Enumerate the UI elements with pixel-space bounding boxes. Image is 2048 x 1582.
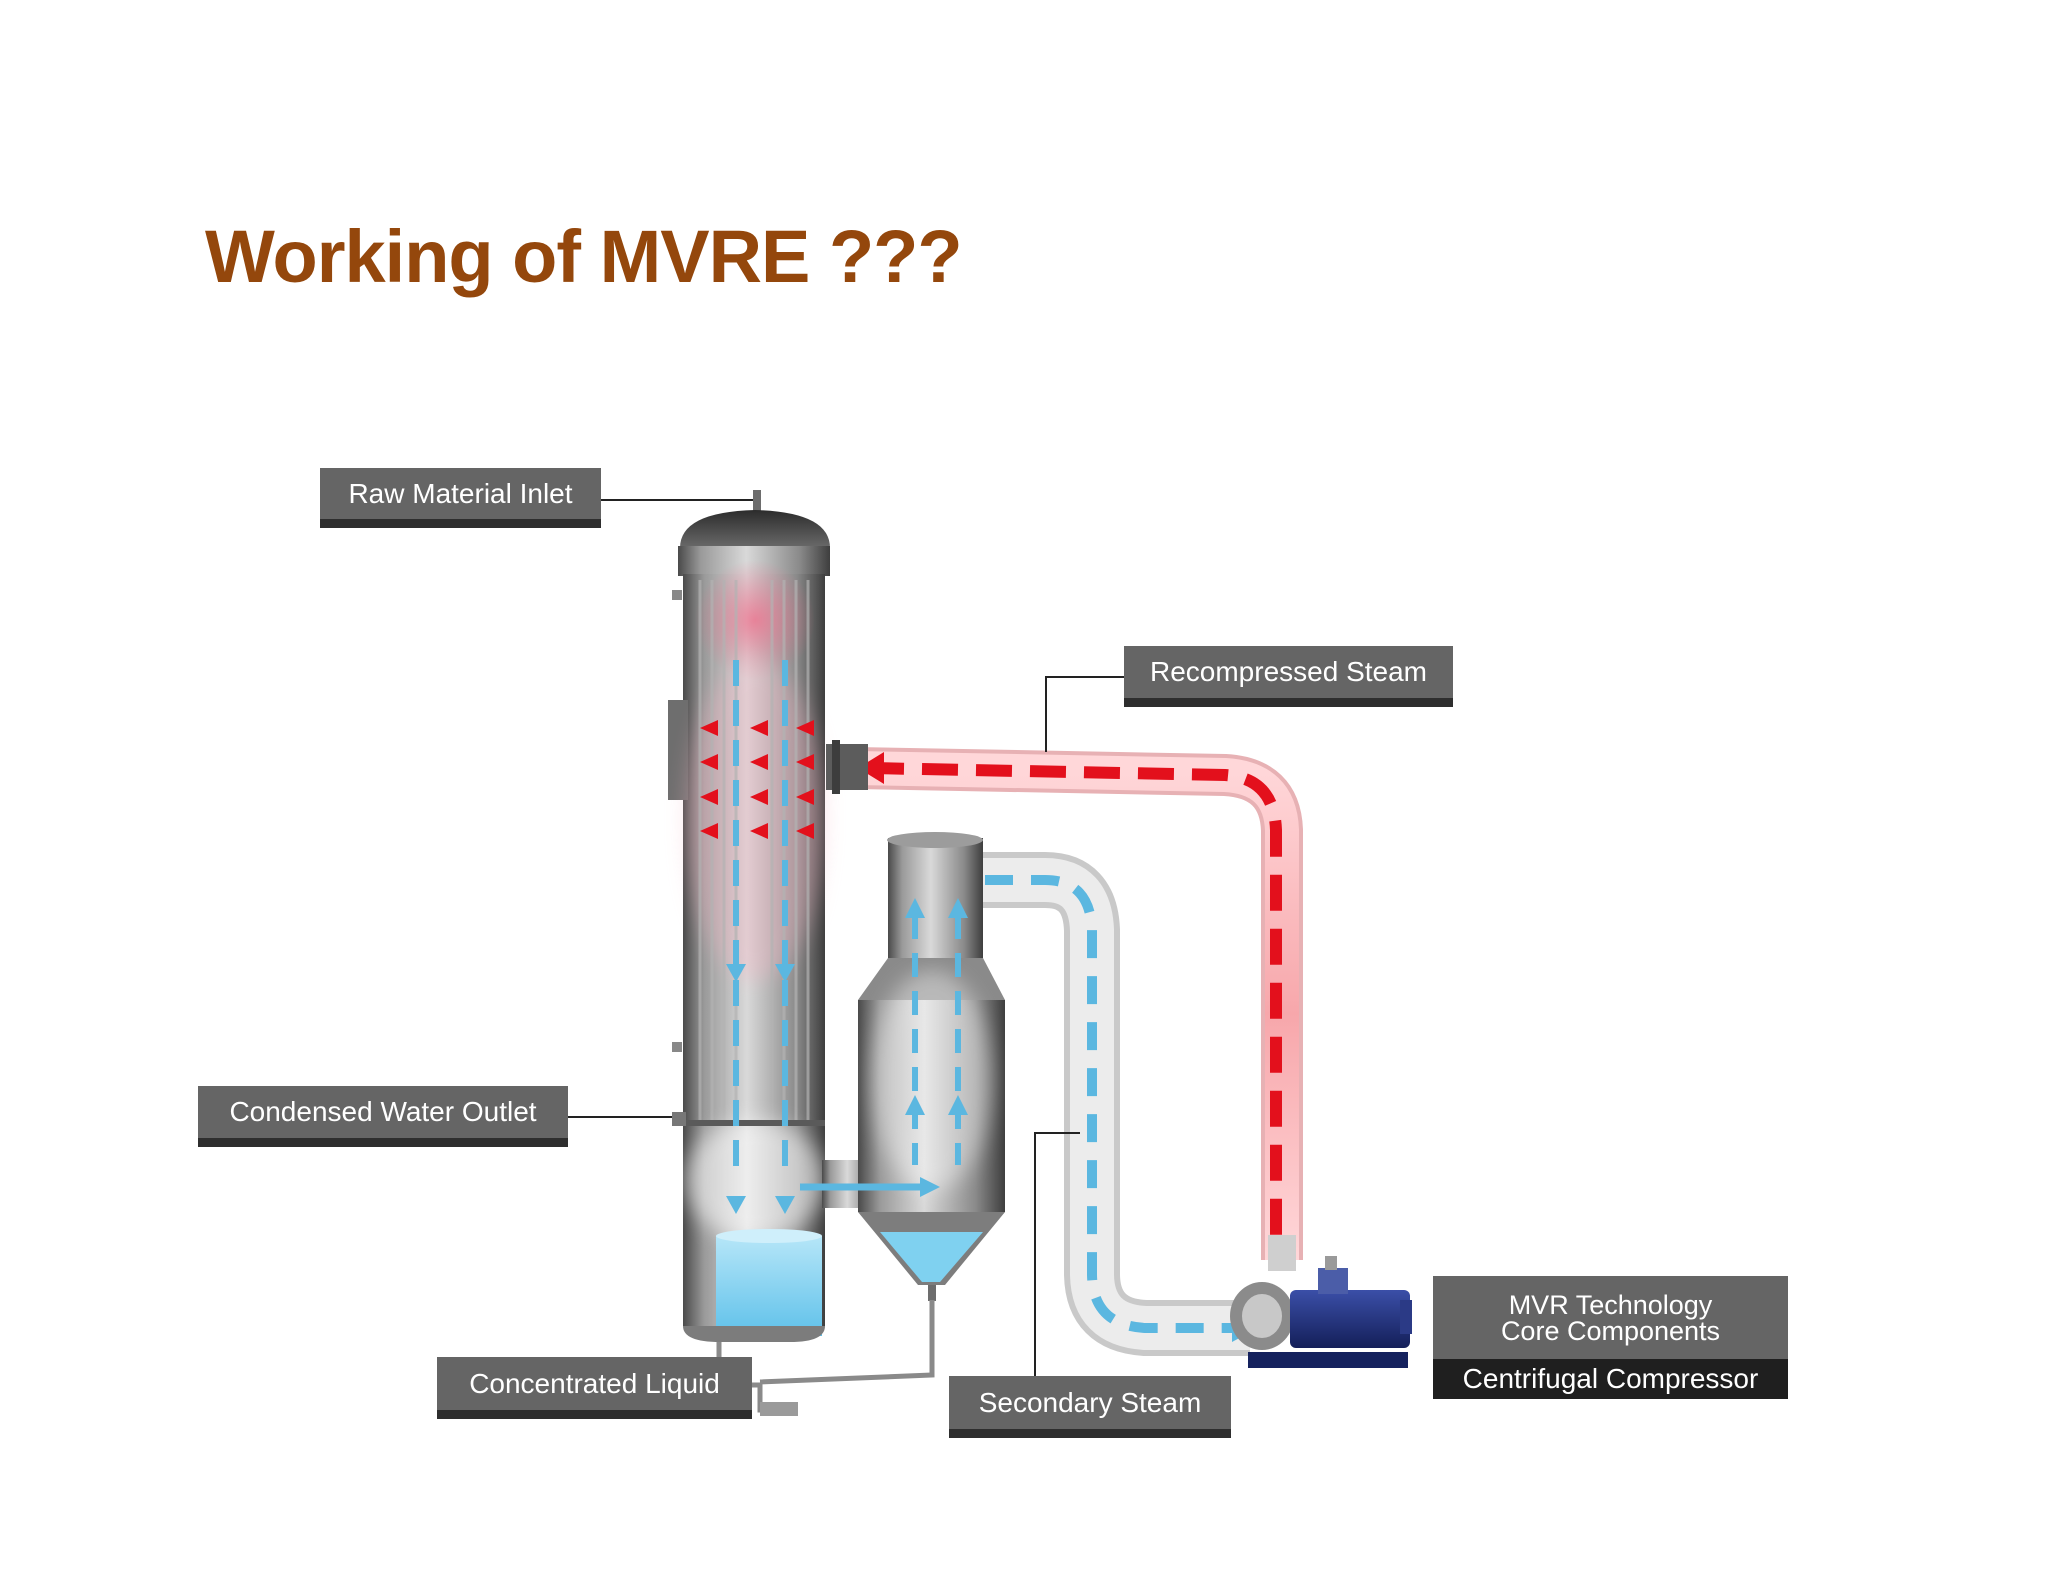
compressor-label: Centrifugal Compressor: [1462, 1363, 1759, 1394]
arrow-up-icon: [905, 898, 925, 918]
label-mvr-core-components: MVR Technology Core Components Centrifug…: [1433, 1276, 1788, 1399]
leader-lines: [566, 499, 1125, 1376]
label-text: Raw Material Inlet: [348, 477, 573, 509]
separator-vessel: [822, 832, 1005, 1301]
arrow-up-icon: [948, 1095, 968, 1115]
arrow-down-icon: [775, 964, 795, 982]
arrow-down-icon: [775, 1196, 795, 1214]
arrow-up-icon: [948, 898, 968, 918]
recompressed-steam-pipe: [854, 747, 1303, 1260]
arrow-left-icon: [796, 754, 814, 770]
centrifugal-compressor: [1230, 1235, 1412, 1368]
arrow-left-icon: [750, 754, 768, 770]
arrow-left-icon: [700, 789, 718, 805]
arrow-right-icon: [920, 1177, 940, 1197]
label-secondary-steam: Secondary Steam: [949, 1376, 1231, 1438]
steam-arrow-icon: [858, 752, 884, 784]
arrow-left-icon: [750, 789, 768, 805]
arrow-left-icon: [796, 720, 814, 736]
separator-steam-arrows: [800, 898, 968, 1197]
arrow-left-icon: [750, 720, 768, 736]
slide-title: Working of MVRE ???: [205, 215, 963, 298]
arrow-left-icon: [700, 754, 718, 770]
arrow-left-icon: [796, 823, 814, 839]
arrow-down-icon: [726, 964, 746, 982]
arrow-left-icon: [750, 823, 768, 839]
heating-steam-arrows: [700, 720, 814, 839]
label-condensed-water-outlet: Condensed Water Outlet: [198, 1086, 568, 1147]
arrow-up-icon: [905, 1095, 925, 1115]
evaporator-column: [668, 490, 868, 1342]
label-text: Recompressed Steam: [1149, 656, 1427, 687]
arrow-left-icon: [796, 789, 814, 805]
core-line2: Core Components: [1500, 1315, 1721, 1346]
label-text: Secondary Steam: [978, 1386, 1202, 1418]
label-text: Condensed Water Outlet: [229, 1096, 537, 1127]
arrow-down-icon: [726, 1196, 746, 1214]
label-text: Concentrated Liquid: [469, 1367, 720, 1399]
secondary-steam-pipe: [975, 852, 1258, 1356]
label-recompressed-steam: Recompressed Steam: [1124, 646, 1453, 707]
label-concentrated-liquid: Concentrated Liquid: [437, 1357, 752, 1419]
arrow-left-icon: [700, 720, 718, 736]
core-line1: MVR Technology: [1508, 1289, 1713, 1320]
arrow-left-icon: [700, 823, 718, 839]
falling-liquid-arrows: [726, 660, 795, 1214]
label-raw-material-inlet: Raw Material Inlet: [320, 468, 601, 528]
core-components-header: MVR Technology Core Components: [1433, 1276, 1788, 1359]
core-components-compressor: Centrifugal Compressor: [1433, 1359, 1788, 1399]
